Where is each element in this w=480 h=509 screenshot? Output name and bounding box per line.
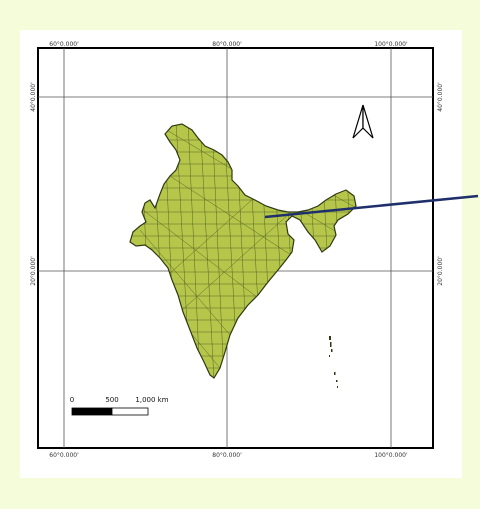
tick-right-20: 20°0.000' [437,256,444,286]
tick-right-40: 40°0.000' [437,82,444,112]
scale-bar: 0 500 1,000 km [70,396,169,416]
andaman-nicobar-islands [329,336,338,388]
scale-label-1000: 1,000 km [135,396,168,404]
tick-left-20: 20°0.000' [30,256,37,286]
scale-bar-light-segment [111,407,149,416]
scale-bar-dark-segment [71,407,113,416]
scale-label-0: 0 [70,396,74,404]
tick-top-60: 60°0.000' [49,41,79,48]
tick-left-40: 40°0.000' [30,82,37,112]
pointer-line [264,194,479,219]
tick-top-80: 80°0.000' [212,41,242,48]
scale-label-500: 500 [105,396,118,404]
tick-top-100: 100°0.000' [374,41,408,48]
north-arrow-icon [352,104,374,139]
tick-bottom-60: 60°0.000' [49,452,79,459]
tick-bottom-100: 100°0.000' [374,452,408,459]
tick-bottom-80: 80°0.000' [212,452,242,459]
